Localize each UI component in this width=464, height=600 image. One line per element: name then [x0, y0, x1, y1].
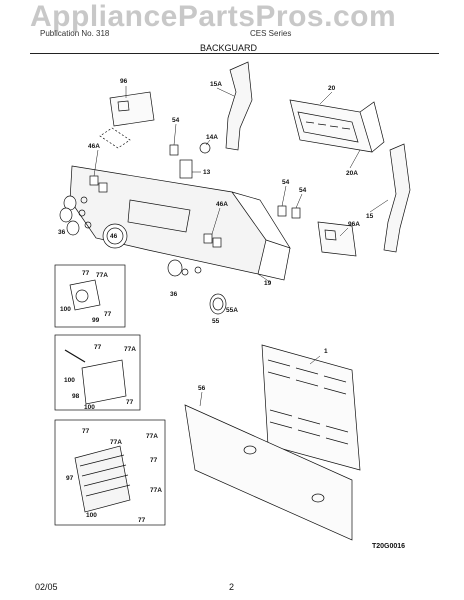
lower-back-panel	[184, 404, 353, 541]
endcap-right	[383, 143, 411, 253]
callout-20: 20	[328, 85, 336, 92]
mounting-brackets	[89, 142, 301, 248]
section-title: BACKGUARD	[200, 43, 258, 53]
callout-96a: 96A	[348, 221, 360, 228]
callout-100-c: 100	[84, 404, 95, 411]
relay-board-96	[99, 91, 155, 149]
callout-96: 96	[120, 78, 128, 85]
callout-77a-e: 77A	[150, 487, 162, 494]
header-publication: Publication No. 318	[40, 29, 110, 38]
callout-15a: 15A	[210, 81, 222, 88]
callout-55a: 55A	[226, 307, 238, 314]
footer-page-number: 2	[229, 582, 235, 592]
callout-56: 56	[198, 385, 206, 392]
callout-100-b: 100	[64, 377, 75, 384]
callout-77-g: 77	[138, 517, 146, 524]
callout-20a: 20A	[346, 170, 358, 177]
callout-54-b: 54	[282, 179, 290, 186]
callout-54-c: 54	[299, 187, 307, 194]
indicator-lamp	[209, 293, 227, 315]
callout-77-b: 77	[104, 311, 112, 318]
callout-77-e: 77	[82, 428, 90, 435]
callout-77a-b: 77A	[124, 346, 136, 353]
header-rule	[30, 53, 439, 54]
callout-19: 19	[264, 280, 272, 287]
callout-77a-d: 77A	[146, 433, 158, 440]
callout-77-a: 77	[82, 270, 90, 277]
callout-99: 99	[92, 317, 100, 324]
callout-77-f: 77	[150, 457, 158, 464]
leader-lines	[93, 86, 389, 407]
callout-77a-a: 77A	[96, 272, 108, 279]
callout-55: 55	[212, 318, 220, 325]
inset-box-2	[54, 334, 141, 411]
figure-code: T20G0016	[372, 543, 405, 550]
clock-knob	[102, 223, 128, 249]
callout-77-d: 77	[126, 399, 134, 406]
control-board	[289, 99, 385, 153]
callout-98: 98	[72, 393, 80, 400]
callout-97: 97	[66, 475, 74, 482]
callout-77-c: 77	[94, 344, 102, 351]
watermark-logo: AppliancePartsPros.com	[30, 0, 397, 33]
callout-77a-c: 77A	[110, 439, 122, 446]
control-knobs-left	[59, 195, 92, 236]
endcap-left	[225, 61, 253, 151]
callout-46: 46	[110, 233, 118, 240]
callout-13: 13	[203, 169, 211, 176]
callout-100-d: 100	[86, 512, 97, 519]
inset-box-3	[54, 419, 166, 526]
rear-panel	[261, 344, 361, 471]
callout-100-a: 100	[60, 306, 71, 313]
footer-date: 02/05	[35, 582, 58, 592]
control-knobs-right	[167, 259, 202, 277]
callout-15: 15	[366, 213, 374, 220]
inset-box-1	[54, 264, 126, 328]
callout-46a-a: 46A	[88, 143, 100, 150]
callout-36-b: 36	[170, 291, 178, 298]
callout-36-a: 36	[58, 229, 66, 236]
relay-board-96a	[317, 221, 357, 257]
callout-54-a: 54	[172, 117, 180, 124]
callout-1: 1	[324, 348, 328, 355]
header-series: CES Series	[250, 29, 292, 38]
callout-46a-b: 46A	[216, 201, 228, 208]
callout-14a: 14A	[206, 134, 218, 141]
